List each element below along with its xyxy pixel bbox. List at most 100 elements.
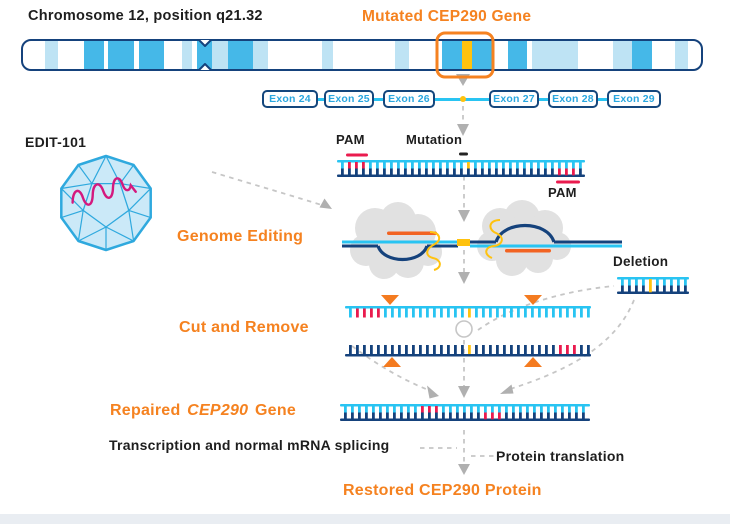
guide-rna-right <box>505 249 551 253</box>
cut-triangle-up-icon <box>383 357 401 367</box>
chromosome-band <box>688 40 702 70</box>
guide-rna-left <box>387 231 437 235</box>
chromosome-band <box>613 40 632 70</box>
cut-site-markers <box>381 295 542 367</box>
cas9-blob-right <box>477 200 571 276</box>
chromosome-band <box>322 40 333 70</box>
chromosome-band <box>508 40 527 70</box>
chromosome-band <box>22 40 45 70</box>
centromere-notch-bottom <box>198 63 212 71</box>
arrowhead-icon <box>458 464 470 475</box>
chromosome-band <box>164 40 182 70</box>
centromere-notch-top <box>198 39 212 47</box>
arrowhead-icon <box>319 198 332 209</box>
chromosome-band <box>212 40 228 70</box>
exon-box: Exon 27 <box>489 90 539 108</box>
chromosome-band <box>493 40 508 70</box>
genome-editing-complexes <box>342 200 622 279</box>
chromosome-band <box>527 40 532 70</box>
scaffold-squiggle-left <box>426 231 441 271</box>
repaired-suffix: Gene <box>254 402 296 419</box>
sequence-markers <box>346 152 580 184</box>
chromosome-band <box>84 40 104 70</box>
chromosome-band <box>472 40 493 70</box>
arrowhead-icon <box>458 272 470 284</box>
chromosome-band <box>228 40 253 70</box>
repaired-gene-name: CEP290 <box>187 402 249 419</box>
mutated-gene-highlight-box <box>435 31 495 79</box>
genome-editing-heading: Genome Editing <box>177 228 304 245</box>
chromosome-band <box>333 40 395 70</box>
chromosome-band <box>532 40 578 70</box>
bottom-band <box>0 514 730 524</box>
pam-left-label: PAM <box>336 132 365 147</box>
chromosome-band <box>108 40 134 70</box>
mutation-segment <box>457 239 470 246</box>
chromosome-band <box>268 40 322 70</box>
exon-box: Exon 26 <box>383 90 435 108</box>
dna-strand-repaired <box>340 404 590 421</box>
excision-circle-icon <box>455 320 473 338</box>
repaired-gene-heading: Repaired CEP290 Gene <box>110 402 296 420</box>
chromosome-band <box>652 40 675 70</box>
chromosome-band <box>45 40 58 70</box>
guide-rna-genome-squiggle <box>71 177 137 206</box>
pam-right-label: PAM <box>548 185 577 200</box>
arrowhead-icon <box>458 210 470 222</box>
chromosome-band <box>192 40 197 70</box>
chromosome-band <box>253 40 268 70</box>
chromosome-band <box>442 40 462 70</box>
chromosome-position-label: Chromosome 12, position q21.32 <box>28 8 263 24</box>
dashed-line <box>477 285 615 331</box>
pam-left-underline <box>346 153 368 157</box>
chromosome-band <box>197 40 212 70</box>
dna-strand-deletion <box>617 277 689 294</box>
dashed-line <box>211 171 326 207</box>
transcription-label: Transcription and normal mRNA splicing <box>109 437 390 453</box>
mutation-dot <box>460 96 466 102</box>
dna-strand-mutated_gene <box>337 160 585 177</box>
dashed-connectors <box>211 74 635 475</box>
chromosome-band <box>632 40 652 70</box>
chromosome-band <box>104 40 108 70</box>
exon-box: Exon 24 <box>262 90 318 108</box>
scaffold-squiggle-right <box>485 219 503 259</box>
exon-box: Exon 25 <box>324 90 374 108</box>
chromosome-bands <box>22 40 702 70</box>
arrowhead-icon <box>427 385 439 399</box>
dna-strand-cut_top <box>345 306 591 318</box>
cut-triangle-up-icon <box>524 357 542 367</box>
chromosome-ideogram <box>21 31 703 79</box>
cut-triangle-down-icon <box>524 295 542 305</box>
repaired-prefix: Repaired <box>110 402 181 419</box>
aav-capsid-icon <box>60 154 152 252</box>
dashed-line <box>351 345 432 392</box>
mutation-dash <box>459 152 468 156</box>
exon-box: Exon 29 <box>607 90 661 108</box>
dashed-line <box>506 299 635 391</box>
chromosome-band <box>395 40 409 70</box>
mutation-label: Mutation <box>406 132 463 147</box>
protein-translation-label: Protein translation <box>496 448 625 464</box>
arrowhead-icon <box>500 384 514 394</box>
mutated-gene-title: Mutated CEP290 Gene <box>362 8 532 25</box>
cut-triangle-down-icon <box>381 295 399 305</box>
chromosome-band <box>134 40 139 70</box>
chromosome-band <box>578 40 613 70</box>
pam-right-underline <box>556 180 580 184</box>
arrowhead-icon <box>458 386 470 398</box>
arrowhead-icon <box>457 124 469 136</box>
dna-strand-cut_bottom <box>345 345 591 357</box>
edit101-label: EDIT-101 <box>25 134 87 150</box>
chromosome-outline <box>21 39 703 71</box>
deletion-label: Deletion <box>613 254 669 269</box>
chromosome-band <box>182 40 192 70</box>
chromosome-band <box>675 40 688 70</box>
restored-protein-heading: Restored CEP290 Protein <box>343 482 542 499</box>
exon-box: Exon 28 <box>548 90 598 108</box>
chromosome-band <box>58 40 84 70</box>
chromosome-band <box>462 40 472 70</box>
cut-and-remove-heading: Cut and Remove <box>179 319 309 336</box>
